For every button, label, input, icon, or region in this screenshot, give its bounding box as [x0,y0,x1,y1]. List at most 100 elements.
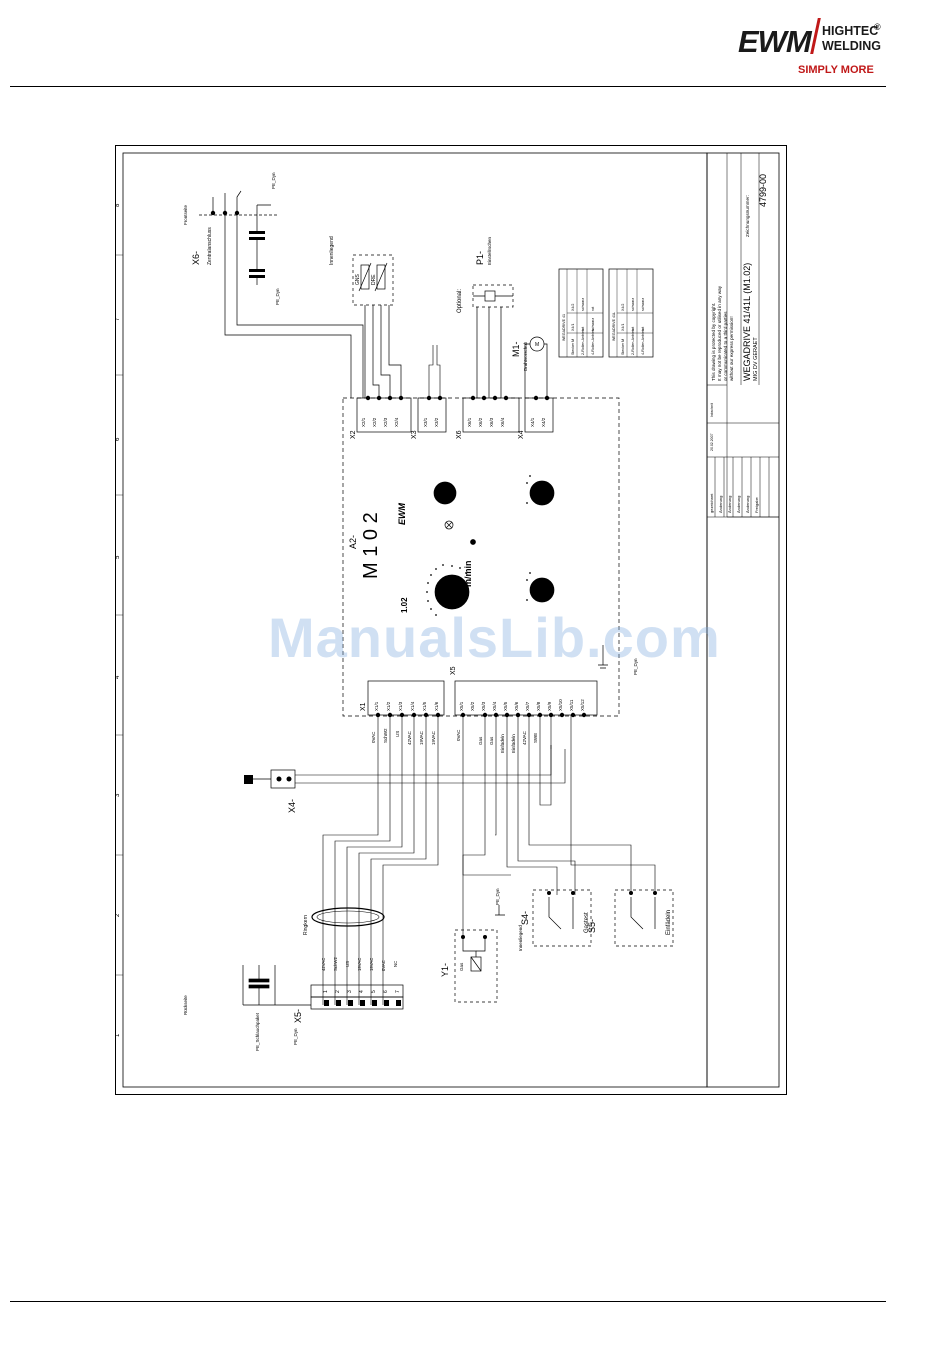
x1-wire-4: 42VAC [407,730,412,745]
wd41l-r1c2: X4/1 [621,324,625,331]
x5-wire-6: Einfädeln [511,734,516,753]
x1-label: X1 [360,702,367,711]
x5-pin-10: X5/10 [558,699,563,711]
pe-dyn-y1-label: PE_Dyn [495,888,500,905]
x2-pin-2: X2/2 [372,417,377,427]
pe-schlauchpaket-label: PE_Schlauchpaket [255,1012,260,1051]
x5-pin-9: X5/9 [547,701,552,711]
wire-speed-knob [434,574,470,610]
rev-gezeichnet: gezeichnet [709,493,714,513]
rueckseite-label: Rückseite [183,995,188,1015]
x1-wire-2: SchW2 [383,728,388,743]
x5-pin-12: X5/12 [580,699,585,711]
x5-pin-3: X5/3 [481,701,486,711]
wd41-r2c3: schwarz [581,298,585,311]
ewm-logo: EWM HIGHTEC WELDING ® SIMPLY MORE [738,16,883,82]
logo-bar [810,18,821,54]
pe-dyn-top-label: PE_Dyn [271,172,276,189]
copyright-line-1: This drawing is protected by copyright. [711,303,716,381]
wd41-r1c3: X4/2 [571,304,575,311]
x5-pin-11: X5/11 [569,699,574,711]
copyright-line-4: without our express permission! [729,316,734,381]
m102-label: M 1 0 2 [360,512,382,579]
x1-wire-6: 19VAC [431,730,436,745]
outer-frame [115,145,787,1095]
x5-wire-4: Gas [489,736,494,745]
x5c-pin-5: 5 [371,990,377,993]
wd41-r1c1: Stecker M [571,339,575,355]
x6-pin-2: X6/2 [478,417,483,427]
x1-wire-3: US [395,731,400,737]
s5-label: S5- [587,919,597,933]
pe-dyn-mid-label: PE_Dyn [275,288,280,305]
m1-label: M1- [511,341,521,357]
footer-divider [10,1301,886,1302]
wd41-r3c1: 4-Rollen-Antrieb [591,329,595,355]
wd41-r3c2: schwarz [591,318,595,331]
x6-pin-3: X6/3 [489,417,494,427]
frontseite-label: Frontseite [183,204,188,225]
x4-pin-1: X4/1 [530,417,535,427]
pe-dyn-right-label: PE_Dyn [633,658,638,675]
svg-text:M: M [535,342,539,348]
x5-pin-5: X5/5 [503,701,508,711]
wd41l-r3c2: rot [641,327,645,331]
x5c-pin-3: 3 [347,990,353,993]
x1-pin-6: X1/6 [434,701,439,711]
x5-wire-5: Einfädeln [500,734,505,753]
x5-label: X5 [450,666,457,675]
x3-label: X3 [411,430,418,439]
x6-block [462,397,520,433]
innenliegend-y1: Innenliegend [518,925,523,951]
x4-ferrite [244,775,253,784]
wiring-diagram: 1 2 3 4 5 6 7 8 This drawing is protecte… [115,145,787,1095]
board-ewm-logo: EWM [397,503,407,525]
x3-block [417,397,447,433]
gns-label: GNS [355,274,361,286]
x5c-wire-5: 19VAC [369,958,374,971]
logo-registered: ® [874,22,881,32]
x1-pin-1: X1/1 [374,701,379,711]
dre-label: DRE [371,274,377,285]
wd41-r3c3: rot [591,307,595,311]
title-block-frame [706,152,780,1088]
wd41l-title: WEGADRIVE 41L [612,312,616,341]
zone-6: 6 [115,437,121,441]
logo-hightec: HIGHTEC [822,24,879,38]
y1-label: Y1- [440,963,450,977]
drawing-subtitle: MIG DV GERAET [753,337,759,381]
x5c-pin-2: 2 [335,990,341,993]
logo-ewm: EWM [738,24,812,59]
s4-switch-box [532,889,592,947]
x1-wire-1: 0VAC [371,731,376,743]
wd41l-r2c3: schwarz [631,298,635,311]
x2-pin-4: X2/4 [394,417,399,427]
rev-name: Inkscheit [710,403,714,417]
x5-pin-2: X5/2 [470,701,475,711]
a2-label: A2- [348,535,358,549]
rev-freigabe: Freigabe [754,496,759,513]
zone-3: 3 [115,793,121,797]
header-divider [10,86,886,87]
copyright-line-2: It may not be reproduced or utilised in … [717,285,722,381]
s4-gastest-label: Gastest [584,912,590,933]
zentralanschluss-label: Zentralanschluss [207,227,213,265]
rev-aenderung-2: Änderung [727,496,732,513]
x5c-pin-1: 1 [323,990,329,993]
x6-label: X6 [456,430,463,439]
wd41-r2c2: rot [581,327,585,331]
drawing-number: 4799-00 [758,174,768,207]
x1-pin-4: X1/4 [410,701,415,711]
x1-pin-5: X1/5 [422,701,427,711]
x5-wire-7: 42VAC [522,730,527,745]
x2-label: X2 [350,430,357,439]
x5c-pin-7: 7 [395,990,401,993]
x6-pin-4: X6/4 [500,417,505,427]
x5-wire-3: Gas [478,736,483,745]
x6-pin-1: X6/1 [467,417,472,427]
x4-pin-2: X4/2 [541,417,546,427]
wd41l-r1c1: Stecker M [621,339,625,355]
wd41l-r3c3: schwarz [641,298,645,311]
x5-wire-8: SWE [533,733,538,743]
x5-connector-pins [310,996,404,1010]
